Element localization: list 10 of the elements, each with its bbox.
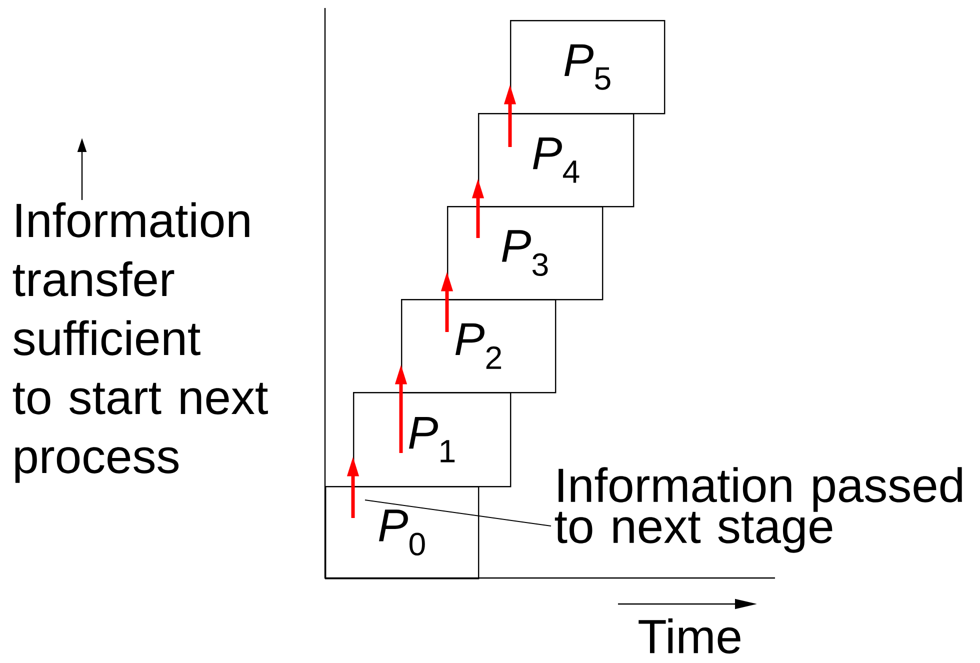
- note-text: Information passed to next stage: [554, 467, 962, 553]
- axis-label: Time: [638, 618, 740, 654]
- leader-line: [364, 500, 552, 526]
- process-box: P$_{5}$: [510, 20, 666, 114]
- note-text: Information transfer sufficient to start next process: [12, 202, 268, 483]
- process-box: P$_{4}$: [478, 113, 634, 208]
- process-box: P$_{3}$: [447, 206, 604, 300]
- process-box: P$_{2}$: [401, 299, 556, 394]
- process-box: P$_{1}$: [353, 392, 512, 488]
- process-box: P$_{0}$: [325, 486, 480, 580]
